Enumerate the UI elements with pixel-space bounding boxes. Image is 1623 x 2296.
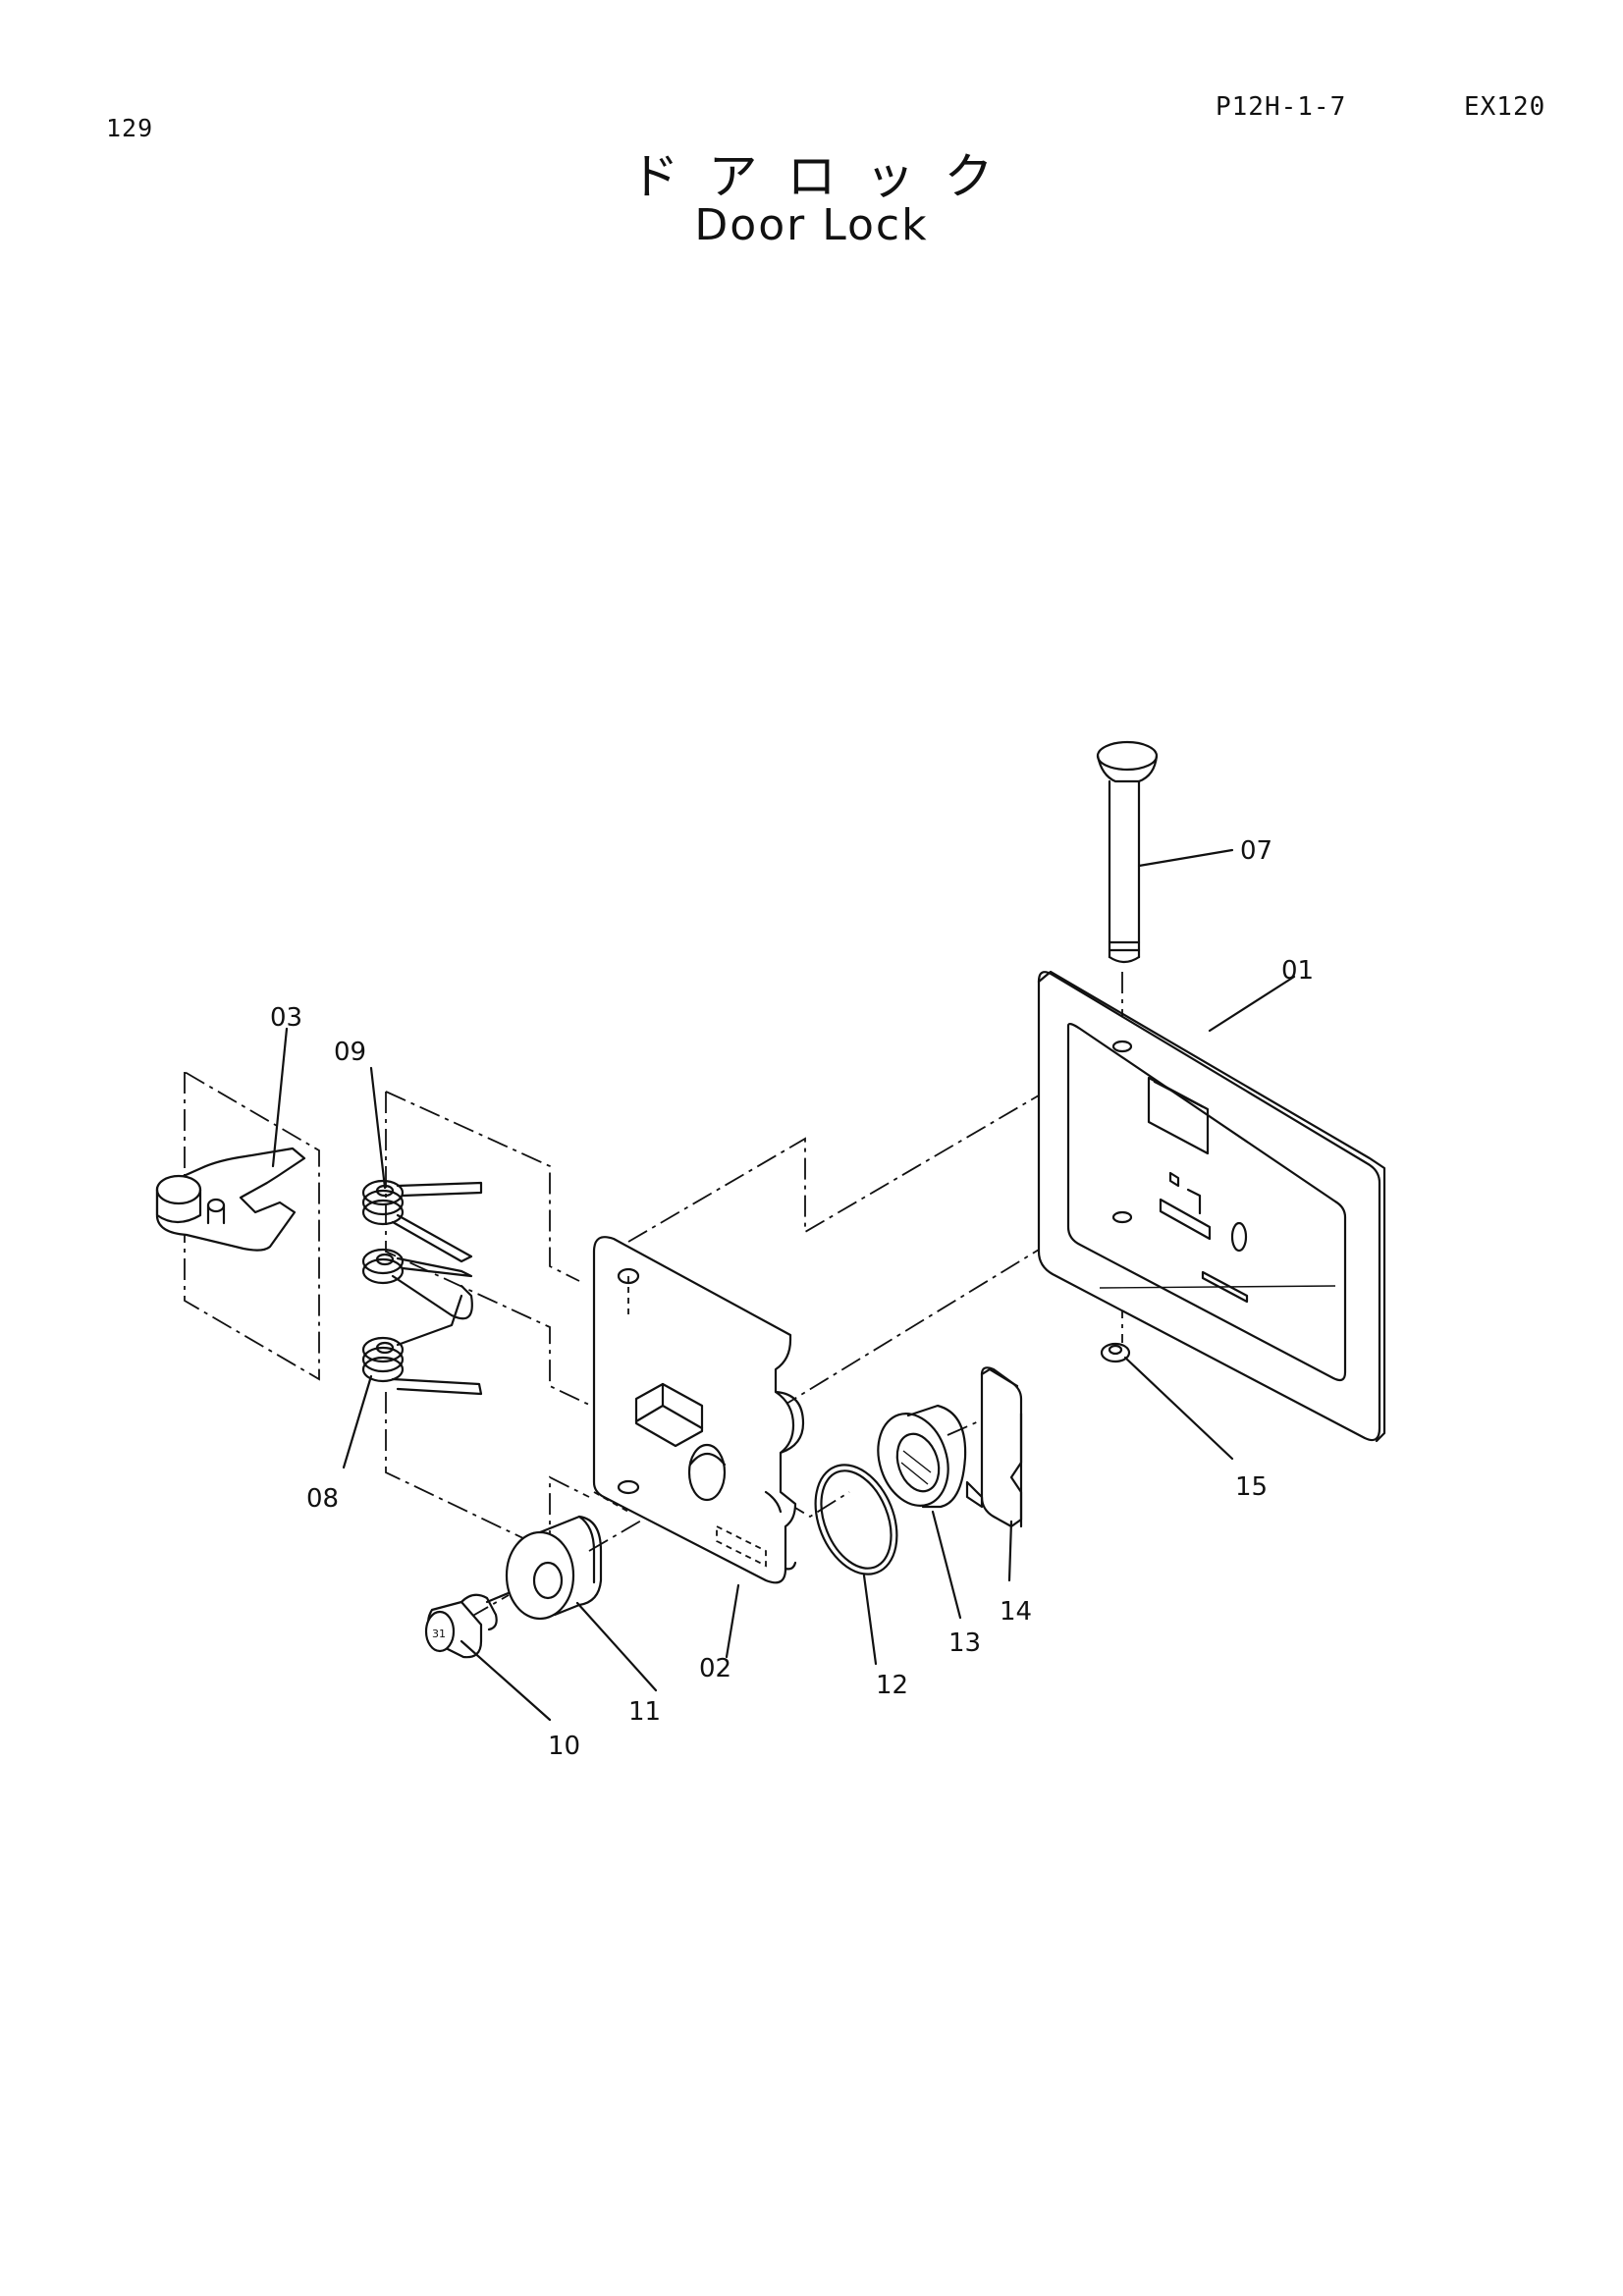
- part-08-spring-lower: [361, 1294, 483, 1396]
- label-part-14: 14: [1000, 1597, 1032, 1627]
- part-13-nut: [877, 1404, 967, 1509]
- part-15-snap-ring: [1100, 1342, 1131, 1363]
- part-11-bushing: [505, 1515, 603, 1621]
- label-part-07: 07: [1240, 836, 1272, 866]
- svg-text:31: 31: [432, 1628, 446, 1640]
- part-labels: 07 01 03 09 08 15 14 13 02 12 11 10: [270, 836, 1314, 1761]
- label-part-10: 10: [548, 1732, 580, 1761]
- label-part-01: 01: [1281, 956, 1314, 986]
- part-12-o-ring: [814, 1464, 898, 1575]
- label-part-02: 02: [699, 1654, 731, 1683]
- part-10-lock-cylinder: 31: [424, 1590, 513, 1659]
- part-07-pin: [1096, 740, 1159, 964]
- label-part-15: 15: [1235, 1472, 1268, 1502]
- part-14-latch-plate: [965, 1366, 1023, 1528]
- part-01-door-frame: [1037, 970, 1386, 1443]
- title-english: Door Lock: [694, 200, 929, 250]
- model-code: EX120: [1464, 92, 1546, 122]
- label-part-13: 13: [948, 1629, 981, 1658]
- label-part-03: 03: [270, 1003, 302, 1033]
- label-part-09: 09: [334, 1038, 366, 1067]
- page-number: 129: [106, 114, 154, 142]
- label-part-11: 11: [628, 1697, 661, 1727]
- part-02-lock-plate: [592, 1236, 805, 1584]
- part-09-spring-upper: [361, 1179, 483, 1320]
- leader-lines: [271, 848, 1296, 1722]
- label-part-08: 08: [306, 1484, 339, 1514]
- title-japanese: ドアロック: [629, 148, 1023, 205]
- label-part-12: 12: [876, 1671, 908, 1700]
- part-03-lever: [155, 1147, 306, 1252]
- reference-code: P12H-1-7: [1216, 92, 1347, 122]
